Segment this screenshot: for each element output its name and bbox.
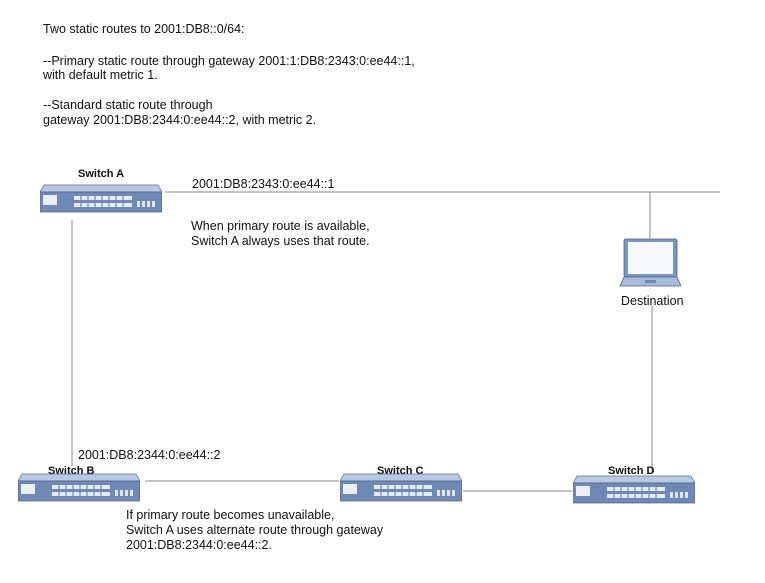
alternate-route-note-line-2: Switch A uses alternate route through ga… bbox=[126, 523, 384, 537]
network-switch-icon bbox=[40, 183, 162, 213]
network-switch-icon bbox=[18, 472, 140, 502]
switch-a bbox=[40, 183, 162, 213]
intro-line-4: --Standard static route through bbox=[43, 98, 213, 112]
switch-c bbox=[340, 472, 462, 502]
intro-line-1: Two static routes to 2001:DB8::0/64: bbox=[43, 22, 245, 36]
intro-line-5: gateway 2001:DB8:2344:0:ee44::2, with me… bbox=[43, 113, 317, 127]
switch-d bbox=[573, 474, 695, 504]
network-switch-icon bbox=[573, 474, 695, 504]
destination-host bbox=[619, 238, 682, 294]
primary-route-note-line-1: When primary route is available, bbox=[191, 219, 370, 233]
alternate-gateway-label: 2001:DB8:2344:0:ee44::2 bbox=[78, 448, 221, 462]
switch-b bbox=[18, 472, 140, 502]
alternate-route-note-line-3: 2001:DB8:2344:0:ee44::2. bbox=[126, 538, 272, 552]
laptop-icon bbox=[619, 238, 682, 298]
primary-gateway-label: 2001:DB8:2343:0:ee44::1 bbox=[192, 177, 335, 191]
destination-label: Destination bbox=[621, 294, 684, 308]
switch-d-label: Switch D bbox=[608, 465, 655, 477]
intro-line-3: with default metric 1. bbox=[43, 68, 158, 82]
alternate-route-note-line-1: If primary route becomes unavailable, bbox=[126, 508, 335, 522]
intro-line-2: --Primary static route through gateway 2… bbox=[43, 54, 415, 68]
network-switch-icon bbox=[340, 472, 462, 502]
primary-route-note-line-2: Switch A always uses that route. bbox=[191, 234, 370, 248]
switch-a-label: Switch A bbox=[78, 168, 125, 180]
